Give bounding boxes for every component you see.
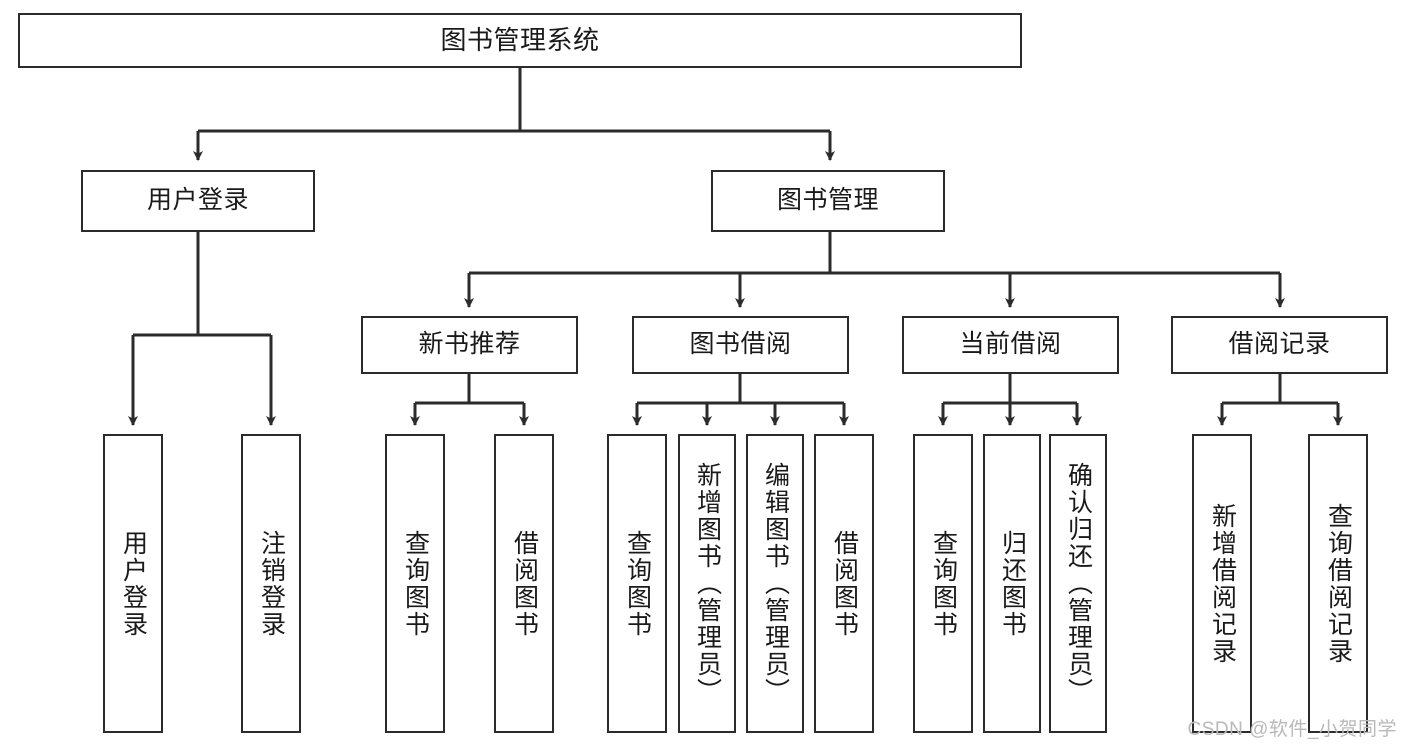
leaf-query-borrow-record[interactable]: 查询借阅记录	[1308, 434, 1368, 733]
node-label: 用户登录	[146, 186, 249, 215]
leaf-user-login[interactable]: 用户登录	[103, 434, 163, 733]
node-book-management[interactable]: 图书管理	[711, 170, 945, 232]
node-book-management-system[interactable]: 图书管理系统	[18, 13, 1022, 68]
node-label: 图书借阅	[689, 330, 792, 359]
leaf-query-book-current[interactable]: 查询图书	[913, 434, 973, 733]
node-label: 借阅图书	[830, 529, 859, 638]
node-label: 查询借阅记录	[1324, 502, 1353, 665]
node-label: 新增图书（管理员）	[693, 462, 722, 705]
leaf-borrow-book-recommend[interactable]: 借阅图书	[494, 434, 554, 733]
node-label: 编辑图书（管理员）	[761, 462, 790, 705]
leaf-add-borrow-record[interactable]: 新增借阅记录	[1192, 434, 1252, 733]
node-new-book-recommend[interactable]: 新书推荐	[361, 316, 578, 374]
node-label: 当前借阅	[959, 330, 1062, 359]
csdn-watermark: CSDN @软件_小贺同学	[1187, 719, 1397, 740]
node-book-borrow[interactable]: 图书借阅	[632, 316, 849, 374]
leaf-edit-book-admin[interactable]: 编辑图书（管理员）	[746, 434, 804, 733]
node-borrow-record[interactable]: 借阅记录	[1171, 316, 1388, 374]
node-label: 新增借阅记录	[1208, 502, 1237, 665]
leaf-return-book[interactable]: 归还图书	[983, 434, 1041, 733]
node-label: 借阅图书	[510, 529, 539, 638]
node-label: 查询图书	[623, 529, 652, 638]
leaf-query-book-borrow[interactable]: 查询图书	[607, 434, 667, 733]
node-label: 借阅记录	[1228, 330, 1331, 359]
node-label: 注销登录	[257, 529, 286, 638]
node-label: 新书推荐	[418, 330, 521, 359]
leaf-query-book-recommend[interactable]: 查询图书	[385, 434, 445, 733]
node-label: 确认归还（管理员）	[1064, 462, 1093, 705]
leaf-logout-login[interactable]: 注销登录	[241, 434, 301, 733]
leaf-confirm-return-admin[interactable]: 确认归还（管理员）	[1049, 434, 1107, 733]
node-label: 图书管理	[776, 186, 879, 215]
node-user-login[interactable]: 用户登录	[81, 170, 315, 232]
leaf-add-book-admin[interactable]: 新增图书（管理员）	[678, 434, 736, 733]
node-label: 查询图书	[401, 529, 430, 638]
node-label: 查询图书	[929, 529, 958, 638]
node-label: 用户登录	[119, 529, 148, 638]
leaf-borrow-book[interactable]: 借阅图书	[814, 434, 874, 733]
node-label: 归还图书	[998, 529, 1027, 638]
node-label: 图书管理系统	[440, 25, 600, 56]
node-current-borrow[interactable]: 当前借阅	[902, 316, 1119, 374]
